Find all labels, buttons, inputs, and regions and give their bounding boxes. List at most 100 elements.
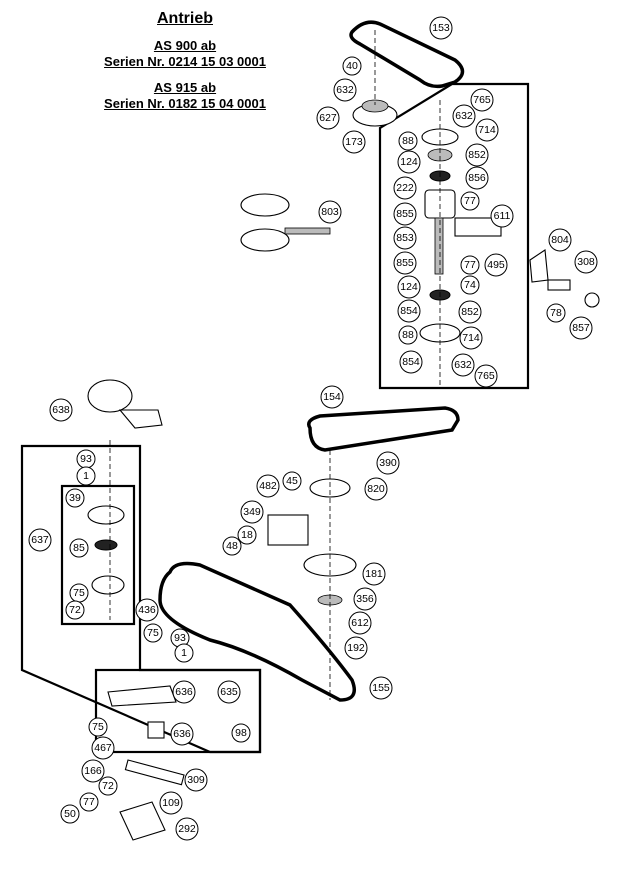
callout-number: 627 [319,112,337,124]
callout-109: 109 [159,791,183,815]
callout-820: 820 [364,477,388,501]
bracket-349 [267,514,309,546]
callout-number: 765 [477,370,495,382]
callout-circle [475,118,499,142]
callout-632: 632 [452,104,476,128]
callout-circle [397,275,421,299]
belt-153 [349,20,465,89]
belt-155 [158,561,356,702]
callout-number: 714 [462,332,480,344]
callout-309: 309 [184,768,208,792]
callout-number: 632 [454,359,472,371]
callout-number: 77 [83,796,95,808]
callout-636: 636 [172,680,196,704]
group-frame-inner-637 [60,484,136,626]
callout-number: 77 [464,195,476,207]
callout-circle [398,325,418,345]
callout-349: 349 [240,500,264,524]
callout-number: 75 [147,627,159,639]
callout-number: 804 [551,234,569,246]
callout-number: 632 [336,84,354,96]
idler-arm-638 [118,409,163,429]
group-frame-637 [20,444,262,754]
callout-852: 852 [458,300,482,324]
callout-number: 309 [187,774,205,786]
callout-632: 632 [333,78,357,102]
callout-number: 482 [259,480,277,492]
callout-circle [49,398,73,422]
pulley-637 [87,505,125,525]
callout-number: 632 [455,110,473,122]
callout-circle [333,78,357,102]
callout-circle [184,768,208,792]
callout-74: 74 [460,275,480,295]
callout-circle [393,226,417,250]
callout-153: 153 [429,16,453,40]
callout-number: 308 [577,256,595,268]
callout-circle [316,106,340,130]
callout-circle [369,676,393,700]
callout-circle [460,275,480,295]
callout-circle [175,817,199,841]
callout-number: 75 [92,721,104,733]
callout-155: 155 [369,676,393,700]
serial-label-1: Serien Nr. 0214 15 03 0001 [104,54,266,69]
callout-circle [452,104,476,128]
callout-number: 85 [73,542,85,554]
callout-714: 714 [459,326,483,350]
callout-88: 88 [398,325,418,345]
callout-number: 853 [396,232,414,244]
callout-number: 855 [396,257,414,269]
callout-632: 632 [451,353,475,377]
callout-circle [172,680,196,704]
callout-number: 856 [468,172,486,184]
callout-circle [320,385,344,409]
callout-45: 45 [282,471,302,491]
callout-circle [342,56,362,76]
callout-circle [574,250,598,274]
callout-482: 482 [256,474,280,498]
callout-number: 192 [347,642,365,654]
serial-label-2: Serien Nr. 0182 15 04 0001 [104,96,266,111]
callout-number: 1 [83,470,89,482]
callout-72: 72 [98,776,118,796]
callout-circle [69,538,89,558]
callout-circle [546,303,566,323]
callout-number: 636 [173,728,191,740]
callout-number: 173 [345,136,363,148]
callout-circle [376,451,400,475]
callout-number: 93 [174,632,186,644]
callout-18: 18 [237,525,257,545]
belt-154 [307,406,460,452]
callout-circle [364,477,388,501]
callout-circle [459,326,483,350]
callout-number: 803 [321,206,339,218]
callout-number: 855 [396,208,414,220]
callout-48: 48 [222,536,242,556]
callout-circle [76,466,96,486]
callout-circle [240,500,264,524]
callout-circle [465,143,489,167]
callout-75: 75 [69,583,89,603]
callout-638: 638 [49,398,73,422]
callout-853: 853 [393,226,417,250]
group-frame-right [378,82,530,390]
callout-circle [397,299,421,323]
callout-765: 765 [470,88,494,112]
callout-611: 611 [490,204,514,228]
callout-circle [222,536,242,556]
callout-222: 222 [393,176,417,200]
callout-number: 154 [323,391,341,403]
callout-circle [458,300,482,324]
callout-number: 349 [243,506,261,518]
callout-circle [460,191,480,211]
callout-93: 93 [76,449,96,469]
callout-192: 192 [344,636,368,660]
callout-173: 173 [342,130,366,154]
callout-number: 857 [572,322,590,334]
callout-number: 74 [464,279,476,291]
callout-number: 637 [31,534,49,546]
callout-166: 166 [81,759,105,783]
callout-636: 636 [170,722,194,746]
